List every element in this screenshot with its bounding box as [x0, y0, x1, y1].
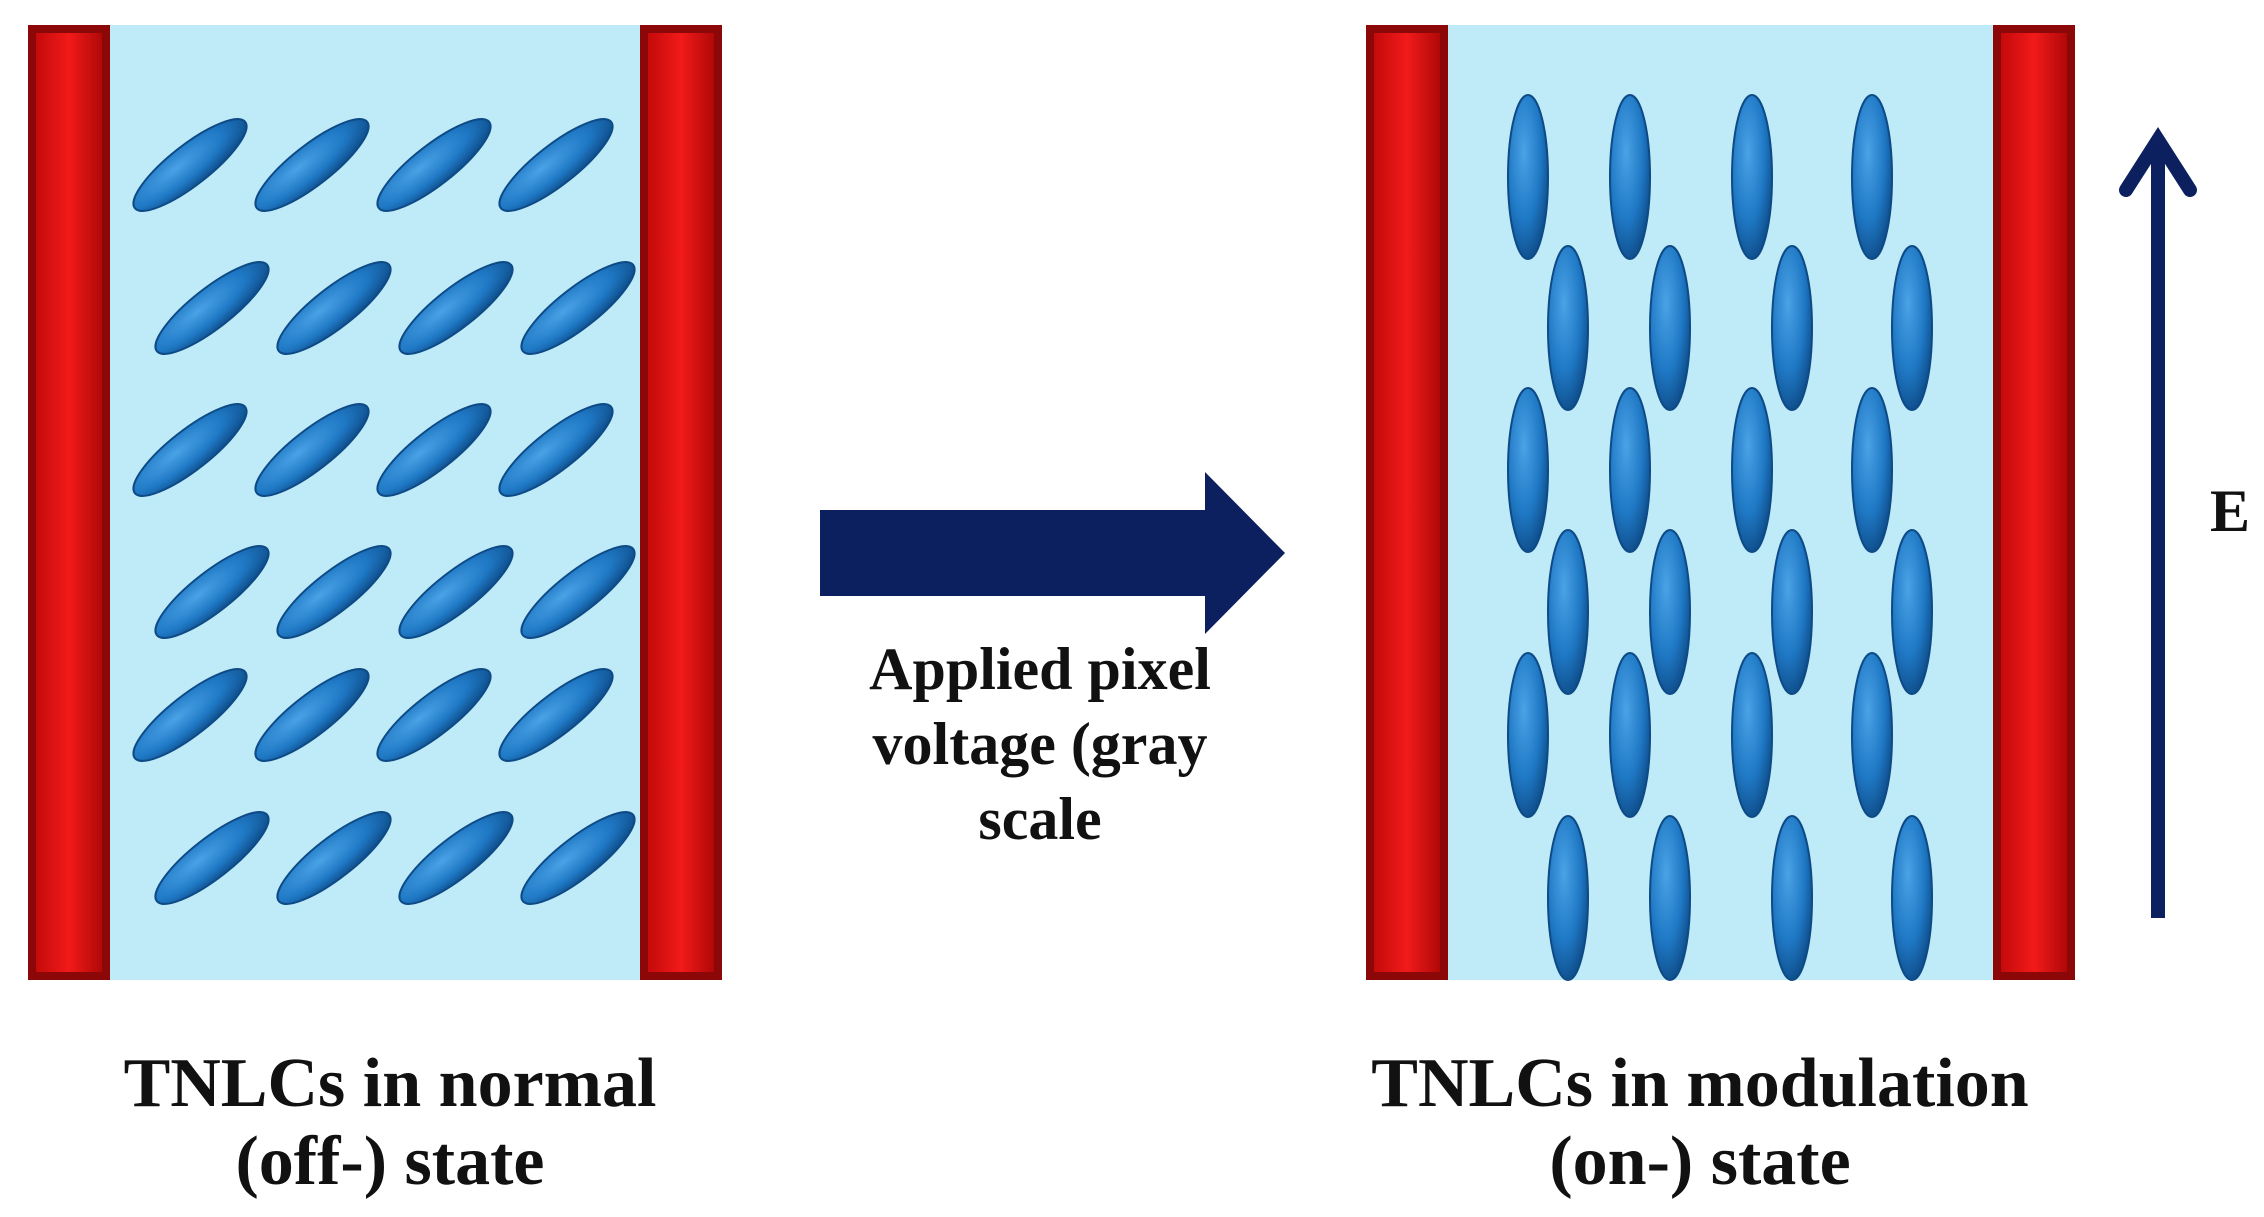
off-state-caption: TNLCs in normal (off-) state [50, 1045, 730, 1202]
transition-label: Applied pixel voltage (gray scale [790, 632, 1290, 857]
off-state-molecule [276, 261, 392, 355]
off-state-molecule [376, 403, 492, 497]
off-state-molecule [520, 545, 636, 639]
on-state-molecules [1507, 94, 1933, 981]
left-cell-electrode-right [640, 25, 722, 980]
on-state-caption: TNLCs in modulation (on-) state [1330, 1045, 2070, 1202]
on-state-caption-line1: TNLCs in modulation [1371, 1045, 2029, 1122]
on-state-molecule [1547, 815, 1589, 981]
off-state-molecule [254, 118, 370, 212]
off-state-molecule [398, 545, 514, 639]
on-state-molecule [1891, 245, 1933, 411]
off-state-molecule [520, 261, 636, 355]
off-state-molecule [132, 403, 248, 497]
on-state-molecule [1851, 94, 1893, 260]
on-state-molecule [1731, 387, 1773, 553]
on-state-molecule [1891, 529, 1933, 695]
on-state-molecule [1609, 94, 1651, 260]
off-state-molecule [154, 811, 270, 905]
off-state-molecule [132, 118, 248, 212]
off-state-molecule [132, 668, 248, 762]
on-state-molecule [1731, 94, 1773, 260]
off-state-molecule [254, 403, 370, 497]
off-state-molecule [376, 118, 492, 212]
off-state-molecule [254, 668, 370, 762]
transition-label-line3: scale [978, 786, 1102, 852]
on-state-molecule [1771, 245, 1813, 411]
on-state-molecule [1547, 245, 1589, 411]
transition-label-line2: voltage (gray [872, 711, 1208, 777]
on-state-molecule [1609, 387, 1651, 553]
on-state-molecule [1851, 387, 1893, 553]
right-cell-electrode-left [1366, 25, 1448, 980]
off-state-molecules [132, 118, 636, 905]
on-state-molecule [1507, 387, 1549, 553]
on-state-molecule [1507, 94, 1549, 260]
on-state-molecule [1649, 529, 1691, 695]
off-state-molecule [498, 668, 614, 762]
left-cell [28, 25, 722, 980]
off-state-molecule [498, 403, 614, 497]
left-cell-electrode-left [28, 25, 110, 980]
off-state-molecule [276, 811, 392, 905]
on-state-molecule [1771, 529, 1813, 695]
right-cell [1366, 25, 2075, 981]
off-state-molecule [276, 545, 392, 639]
off-state-caption-line1: TNLCs in normal [123, 1045, 657, 1122]
on-state-molecule [1547, 529, 1589, 695]
on-state-molecule [1609, 652, 1651, 818]
transition-arrow [820, 472, 1285, 634]
on-state-molecule [1649, 245, 1691, 411]
off-state-molecule [520, 811, 636, 905]
on-state-caption-line2: (on-) state [1549, 1123, 1851, 1201]
off-state-molecule [398, 261, 514, 355]
off-state-molecule [154, 261, 270, 355]
on-state-molecule [1771, 815, 1813, 981]
field-arrow [2119, 127, 2197, 918]
off-state-molecule [376, 668, 492, 762]
on-state-molecule [1731, 652, 1773, 818]
on-state-molecule [1851, 652, 1893, 818]
right-cell-electrode-right [1993, 25, 2075, 980]
on-state-molecule [1507, 652, 1549, 818]
transition-label-line1: Applied pixel [869, 636, 1211, 702]
on-state-molecule [1649, 815, 1691, 981]
on-state-molecule [1891, 815, 1933, 981]
off-state-molecule [498, 118, 614, 212]
off-state-molecule [398, 811, 514, 905]
off-state-caption-line2: (off-) state [235, 1123, 545, 1201]
off-state-molecule [154, 545, 270, 639]
electric-field-label: E [2209, 478, 2251, 544]
